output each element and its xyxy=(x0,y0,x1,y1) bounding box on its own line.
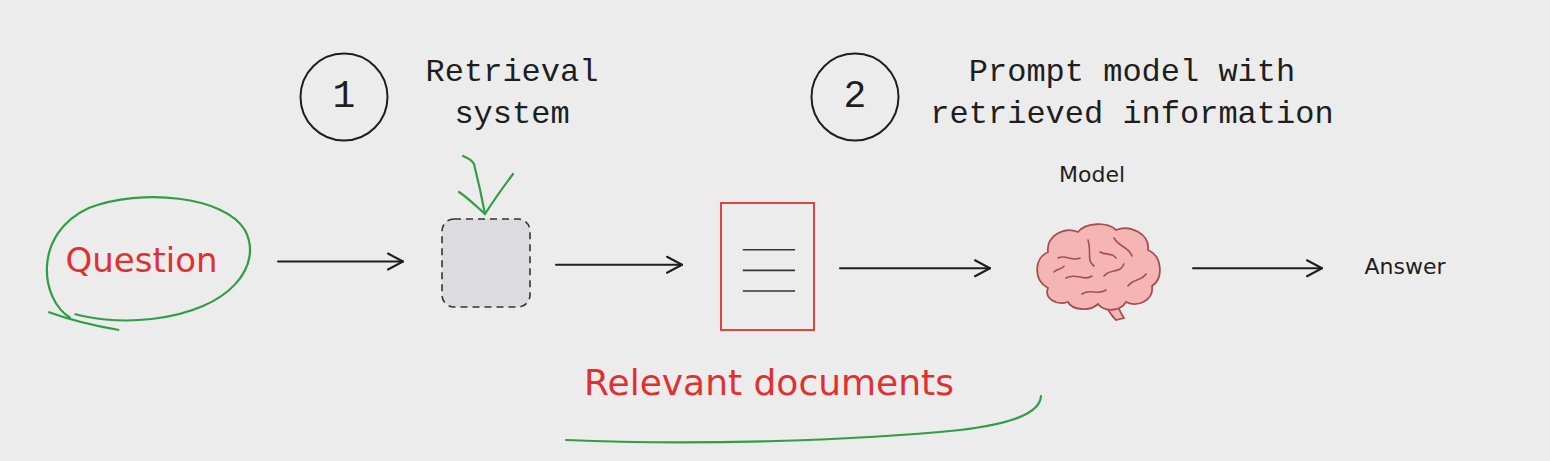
brain-fold xyxy=(1128,274,1146,286)
node-label: Answer xyxy=(1364,254,1445,279)
pointer-mark xyxy=(459,174,513,214)
node-heading: Retrieval system xyxy=(407,52,617,135)
model-brain-outline xyxy=(1028,218,1168,322)
brain-fold xyxy=(1104,264,1124,276)
arrow-shaft xyxy=(840,267,990,269)
brain-fold xyxy=(1100,252,1116,258)
node-label: 2 xyxy=(844,78,867,116)
arrow-shaft xyxy=(1193,267,1322,269)
brain-fold xyxy=(1066,276,1092,278)
document-icon: Relevant documents xyxy=(720,202,815,331)
document-line xyxy=(743,249,795,251)
step-number: 2 xyxy=(810,52,900,142)
retrieval-box: Retrieval system xyxy=(441,218,531,308)
retrieval-box-outline xyxy=(441,218,531,308)
flow-arrow xyxy=(1193,260,1322,276)
brain-fold xyxy=(1088,240,1094,266)
question-ellipse: Question xyxy=(30,190,253,330)
dashed-box xyxy=(442,219,530,307)
model-brain: Model xyxy=(1028,218,1168,322)
node-heading: Relevant documents xyxy=(584,362,954,403)
arrow-head xyxy=(975,260,990,276)
node-label: 1 xyxy=(333,78,356,116)
document-border xyxy=(721,203,814,330)
flow-arrow xyxy=(840,260,990,276)
flow-arrow xyxy=(556,257,682,273)
brain-fold xyxy=(1058,257,1080,259)
number-circle xyxy=(812,54,899,141)
node-label: Question xyxy=(65,240,217,280)
document-icon-outline xyxy=(720,202,815,331)
number-circle xyxy=(301,54,388,141)
brain-fold xyxy=(1054,266,1064,272)
arrow-head xyxy=(388,254,403,270)
step-heading: Prompt model with retrieved information xyxy=(912,52,1352,135)
answer-text: Answer xyxy=(1360,252,1450,281)
flow-arrow xyxy=(278,254,403,270)
node-heading: Model xyxy=(1059,162,1125,187)
step-number: 1 xyxy=(299,52,389,142)
brain-fold xyxy=(1082,290,1106,294)
brain-outline xyxy=(1037,224,1160,310)
ellipse-tail xyxy=(48,312,119,330)
arrow-head xyxy=(1307,260,1322,276)
arrow-shaft xyxy=(278,261,403,263)
brain-illustration xyxy=(1037,224,1160,320)
ellipse-outline xyxy=(47,197,250,320)
arrow-shaft xyxy=(556,264,682,266)
document-line xyxy=(743,270,795,272)
brain-fold xyxy=(1114,238,1132,256)
document-line xyxy=(743,290,795,292)
arrow-head xyxy=(667,257,682,273)
